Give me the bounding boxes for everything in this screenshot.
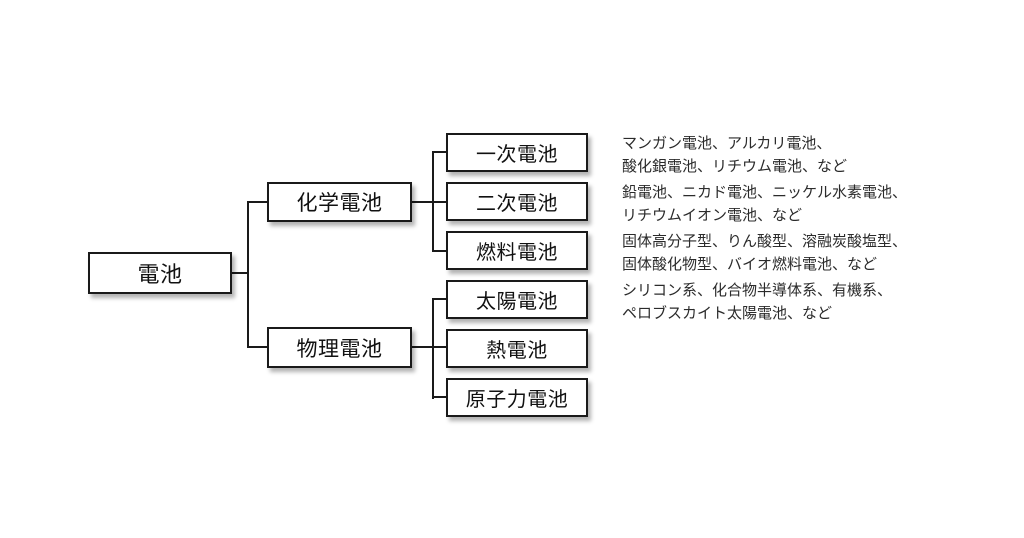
node-label: 一次電池 — [476, 144, 558, 166]
connector-line — [433, 346, 446, 348]
annotation-line: 固体高分子型、りん酸型、溶融炭酸塩型、 — [622, 233, 908, 250]
connector-line — [433, 250, 446, 252]
node-label: 原子力電池 — [465, 389, 569, 411]
node-secondary-battery: 二次電池 — [446, 182, 588, 221]
node-battery: 電池 — [88, 252, 232, 294]
connector-line — [247, 201, 249, 348]
node-solar-cell: 太陽電池 — [446, 280, 588, 319]
node-label: 電池 — [137, 262, 183, 287]
node-thermal-battery: 熱電池 — [446, 329, 588, 368]
connector-line — [412, 346, 433, 348]
annotation-line: マンガン電池、アルカリ電池、 — [622, 135, 832, 152]
node-label: 太陽電池 — [476, 291, 558, 313]
annotation-secondary-battery-examples: 鉛電池、ニカド電池、ニッケル水素電池、 リチウムイオン電池、など — [622, 181, 907, 227]
annotation-line: 鉛電池、ニカド電池、ニッケル水素電池、 — [622, 184, 908, 201]
annotation-primary-battery-examples: マンガン電池、アルカリ電池、 酸化銀電池、リチウム電池、など — [622, 132, 847, 178]
node-label: 物理電池 — [296, 337, 383, 361]
connector-line — [433, 396, 446, 398]
node-label: 化学電池 — [296, 192, 383, 215]
connector-line — [433, 151, 446, 153]
node-fuel-cell: 燃料電池 — [446, 231, 588, 270]
annotation-line: シリコン系、化合物半導体系、有機系、 — [622, 282, 893, 299]
connector-line — [433, 201, 446, 203]
connector-line — [248, 201, 267, 203]
connector-line — [412, 201, 433, 203]
connector-line — [433, 298, 446, 300]
annotation-line: ペロブスカイト太陽電池、など — [622, 305, 833, 322]
node-physical-battery: 物理電池 — [267, 327, 412, 368]
node-chemical-battery: 化学電池 — [267, 182, 412, 222]
annotation-fuel-cell-examples: 固体高分子型、りん酸型、溶融炭酸塩型、 固体酸化物型、バイオ燃料電池、など — [622, 230, 907, 276]
connector-line — [248, 346, 267, 348]
connector-line — [232, 272, 248, 274]
node-label: 燃料電池 — [476, 242, 558, 264]
annotation-line: 酸化銀電池、リチウム電池、など — [622, 158, 848, 175]
node-label: 二次電池 — [476, 193, 558, 215]
node-atomic-battery: 原子力電池 — [446, 378, 588, 417]
connector-line — [432, 298, 434, 399]
annotation-line: 固体酸化物型、バイオ燃料電池、など — [622, 256, 878, 273]
node-primary-battery: 一次電池 — [446, 133, 588, 172]
annotation-line: リチウムイオン電池、など — [622, 207, 803, 224]
annotation-solar-cell-examples: シリコン系、化合物半導体系、有機系、 ペロブスカイト太陽電池、など — [622, 279, 892, 325]
node-label: 熱電池 — [486, 340, 548, 362]
